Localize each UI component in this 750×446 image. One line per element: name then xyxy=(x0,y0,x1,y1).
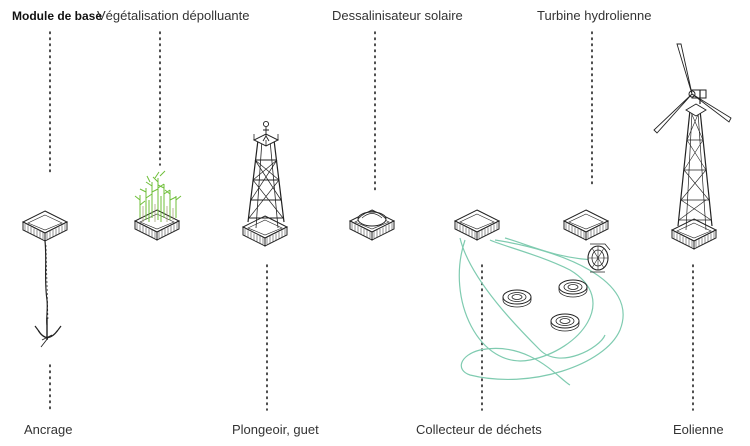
module-eolienne xyxy=(653,43,732,250)
label-plongeoir: Plongeoir, guet xyxy=(232,422,319,437)
turbine-wheel-icon xyxy=(587,243,611,273)
wind-turbine-icon xyxy=(653,43,732,134)
module-ancrage xyxy=(22,210,68,348)
plants-icon xyxy=(134,170,182,222)
anchor-icon xyxy=(34,318,62,348)
label-collecteur: Collecteur de déchets xyxy=(416,422,542,437)
label-eolienne: Eolienne xyxy=(673,422,724,437)
label-ancrage: Ancrage xyxy=(24,422,73,437)
module-plongeoir xyxy=(242,120,288,247)
module-vegetalisation xyxy=(134,170,182,241)
label-module-de-base: Module de base xyxy=(12,9,103,23)
label-turbine: Turbine hydrolienne xyxy=(537,8,652,23)
module-collecteur xyxy=(454,209,624,386)
guide-lines xyxy=(49,31,694,411)
module-dessalinisateur xyxy=(349,209,395,241)
module-turbine xyxy=(563,209,611,273)
label-dessalinisateur: Dessalinisateur solaire xyxy=(332,8,463,23)
person-icon xyxy=(262,120,270,142)
label-vegetalisation: Végétalisation dépolluante xyxy=(97,8,250,23)
